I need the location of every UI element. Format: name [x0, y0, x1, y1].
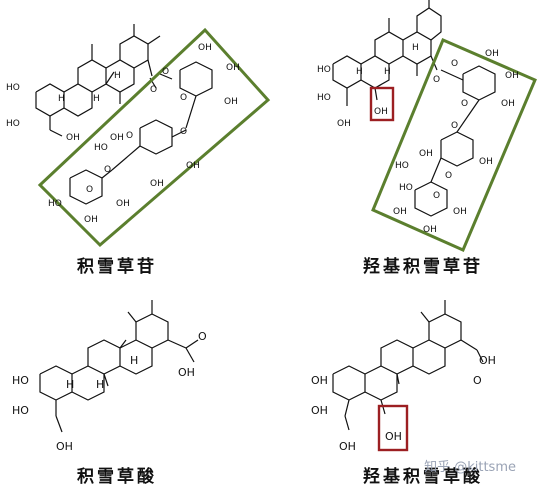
madecassoside-panel: HO HO OH OH H H H O O OH OH OH O OH O OH… [273, 0, 546, 280]
atom-label: O [180, 93, 187, 103]
atom-label: OH [198, 43, 212, 53]
sugar-chain [414, 65, 496, 217]
triterpene-skeleton [332, 300, 484, 431]
atom-label: OH [186, 161, 200, 171]
atom-label: OH [56, 440, 73, 453]
atom-label: OH [485, 49, 499, 59]
atom-label: OH [110, 133, 124, 143]
atom-label: O [180, 127, 187, 137]
atom-label: O [104, 165, 111, 175]
atom-label: OH [393, 207, 407, 217]
atom-label: O [433, 191, 440, 201]
atom-label: OH [501, 99, 515, 109]
atom-label: OH [150, 179, 164, 189]
watermark: 知乎 @kittsme [424, 460, 516, 475]
atom-label: OH [419, 149, 433, 159]
sugar-chain [69, 61, 213, 205]
atom-label: H [130, 354, 138, 367]
atom-label: H [384, 67, 391, 77]
hydroxyl-highlight-box [369, 86, 395, 122]
atom-label: OH [226, 63, 240, 73]
atom-label: H [412, 43, 419, 53]
atom-label: H [114, 71, 121, 81]
asiaticoside-panel: HO HO OH H H H O O OH OH OH O OH O OH HO… [0, 0, 273, 280]
atom-label: OH [311, 404, 328, 417]
madecassic-acid-structure: OH OH OH OH OH O [311, 300, 496, 453]
atom-label: OH [479, 157, 493, 167]
atom-label: HO [6, 119, 20, 129]
atom-label: OH [178, 366, 195, 379]
atom-label: OH [224, 97, 238, 107]
sugar-highlight-box [371, 38, 537, 252]
atom-label: O [445, 171, 452, 181]
atom-label: OH [374, 107, 388, 117]
atom-label: OH [339, 440, 356, 453]
atom-label: O [461, 99, 468, 109]
asiaticoside-structure: HO HO OH H H H O O OH OH OH O OH O OH HO… [6, 24, 271, 248]
atom-label: O [150, 85, 157, 95]
atom-label: HO [395, 161, 409, 171]
atom-label: H [58, 94, 65, 104]
atom-label: O [473, 374, 482, 387]
atom-label: OH [311, 374, 328, 387]
triterpene-skeleton [332, 0, 442, 106]
atom-label: OH [337, 119, 351, 129]
atom-label: OH [453, 207, 467, 217]
atom-label: HO [317, 65, 331, 75]
madecassoside-structure: HO HO OH OH H H H O O OH OH OH O OH O OH… [317, 0, 537, 252]
atom-label: O [451, 121, 458, 131]
madecassic-acid-panel: OH OH OH OH OH O 羟基积雪草酸 [273, 290, 546, 491]
atom-label: O [126, 131, 133, 141]
atom-label: HO [6, 83, 20, 93]
atom-label: O [451, 59, 458, 69]
atom-label: HO [12, 374, 29, 387]
atom-label: OH [116, 199, 130, 209]
atom-label: HO [94, 143, 108, 153]
atom-label: O [86, 185, 93, 195]
atom-label: H [66, 378, 74, 391]
atom-label: H [93, 94, 100, 104]
atom-label: H [356, 67, 363, 77]
hydroxyl-highlight-box [377, 404, 409, 452]
atom-label: OH [84, 215, 98, 225]
atom-label: OH [385, 430, 402, 443]
compound-name: 羟基积雪草苷 [363, 257, 483, 277]
atom-label: OH [66, 133, 80, 143]
triterpene-skeleton [35, 24, 161, 137]
compound-name: 积雪草苷 [77, 257, 157, 277]
triterpene-skeleton [39, 300, 199, 433]
atom-label: OH [423, 225, 437, 235]
atom-label: HO [317, 93, 331, 103]
atom-label: O [433, 75, 440, 85]
atom-label: HO [48, 199, 62, 209]
sugar-highlight-box [37, 27, 271, 248]
compound-name: 羟基积雪草酸 [363, 467, 483, 487]
asiatic-acid-structure: HO HO OH H H H O OH [12, 300, 207, 453]
atom-label: HO [399, 183, 413, 193]
compound-name: 积雪草酸 [77, 467, 157, 487]
atom-label: OH [505, 71, 519, 81]
asiatic-acid-panel: HO HO OH H H H O OH 积雪草酸 [0, 290, 273, 491]
atom-label: H [96, 378, 104, 391]
atom-label: O [162, 67, 169, 77]
atom-label: OH [479, 354, 496, 367]
atom-label: O [198, 330, 207, 343]
atom-label: HO [12, 404, 29, 417]
